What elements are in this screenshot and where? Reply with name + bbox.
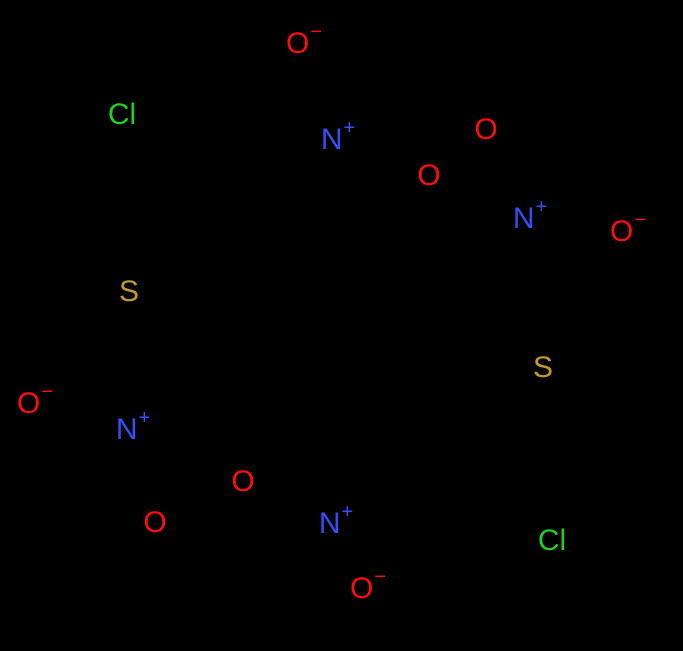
atom-symbol: N	[115, 413, 138, 446]
atom-o1-o: O−	[286, 21, 322, 59]
negative-charge: −	[41, 381, 54, 403]
positive-charge: +	[535, 196, 548, 218]
atom-symbol: O	[143, 506, 167, 539]
atom-symbol: O	[285, 27, 310, 60]
atom-n2-n: N+	[513, 196, 547, 234]
atom-o3-o: O	[417, 161, 440, 191]
atom-n1-n: N+	[321, 117, 355, 155]
atom-symbol: O	[417, 159, 441, 192]
atom-o2-o: O	[474, 115, 497, 145]
atom-o7-o: O	[143, 508, 166, 538]
negative-charge: −	[634, 209, 647, 231]
atom-cl1-cl: Cl	[108, 100, 136, 130]
atom-symbol: Cl	[107, 98, 137, 131]
atom-o4-o: O−	[610, 209, 646, 247]
atom-o6-o: O	[231, 467, 254, 497]
atom-symbol: S	[532, 351, 554, 384]
positive-charge: +	[138, 407, 151, 429]
atom-symbol: S	[118, 275, 140, 308]
atom-cl2-cl: Cl	[538, 526, 566, 556]
atom-s2-s: S	[533, 353, 553, 383]
atom-symbol: N	[318, 507, 341, 540]
atom-symbol: O	[231, 465, 255, 498]
positive-charge: +	[341, 501, 354, 523]
atom-symbol: Cl	[537, 524, 567, 557]
atom-symbol: N	[320, 123, 343, 156]
atom-symbol: O	[474, 113, 498, 146]
atom-o8-o: O−	[350, 566, 386, 604]
atom-o5-o: O−	[17, 381, 53, 419]
atom-n4-n: N+	[319, 501, 353, 539]
atom-symbol: O	[349, 572, 374, 605]
negative-charge: −	[310, 21, 323, 43]
atom-symbol: O	[609, 215, 634, 248]
negative-charge: −	[374, 566, 387, 588]
atom-symbol: N	[512, 202, 535, 235]
atom-symbol: O	[16, 387, 41, 420]
atom-s1-s: S	[119, 277, 139, 307]
positive-charge: +	[343, 117, 356, 139]
atom-n3-n: N+	[116, 407, 150, 445]
